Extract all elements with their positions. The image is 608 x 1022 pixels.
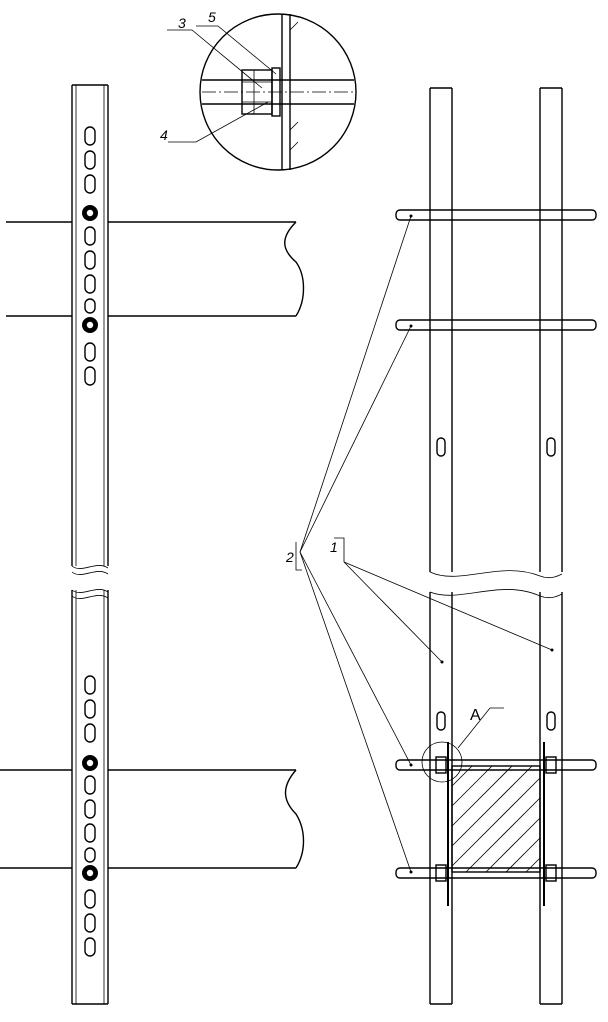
hatched-spacer-block — [447, 742, 545, 906]
upper-support-beam — [6, 221, 305, 317]
fastener-upper-2 — [82, 317, 98, 333]
slotted-rail-upper — [71, 84, 109, 575]
label-bolt: 3 — [178, 15, 186, 31]
detail-a-callout-circle — [421, 741, 463, 783]
lower-support-beam — [0, 769, 305, 869]
tie-rod-lower-2 — [395, 864, 597, 882]
label-tie-rods: 2 — [285, 549, 294, 565]
tie-rod-upper-1 — [395, 209, 597, 221]
left-elevation-view — [0, 84, 305, 1005]
fastener-lower-1 — [82, 755, 98, 771]
label-washer: 5 — [208, 9, 216, 25]
slotted-rail-lower — [71, 589, 109, 1005]
fastener-lower-2 — [82, 865, 98, 881]
tie-rod-lower-1 — [395, 756, 597, 774]
slot-holes-lower — [84, 675, 96, 957]
wall-hatching — [289, 21, 299, 151]
label-nut: 4 — [160, 127, 168, 143]
leader-lines: 2 1 — [285, 214, 554, 874]
slot-holes-upper — [84, 126, 96, 386]
detail-a-view: 3 5 4 — [160, 9, 357, 171]
fastener-upper-1 — [82, 205, 98, 221]
label-rails: 1 — [330, 539, 338, 555]
label-detail-a: A — [470, 707, 481, 724]
tie-rod-upper-2 — [395, 319, 597, 331]
right-plan-view: A — [395, 87, 597, 1005]
